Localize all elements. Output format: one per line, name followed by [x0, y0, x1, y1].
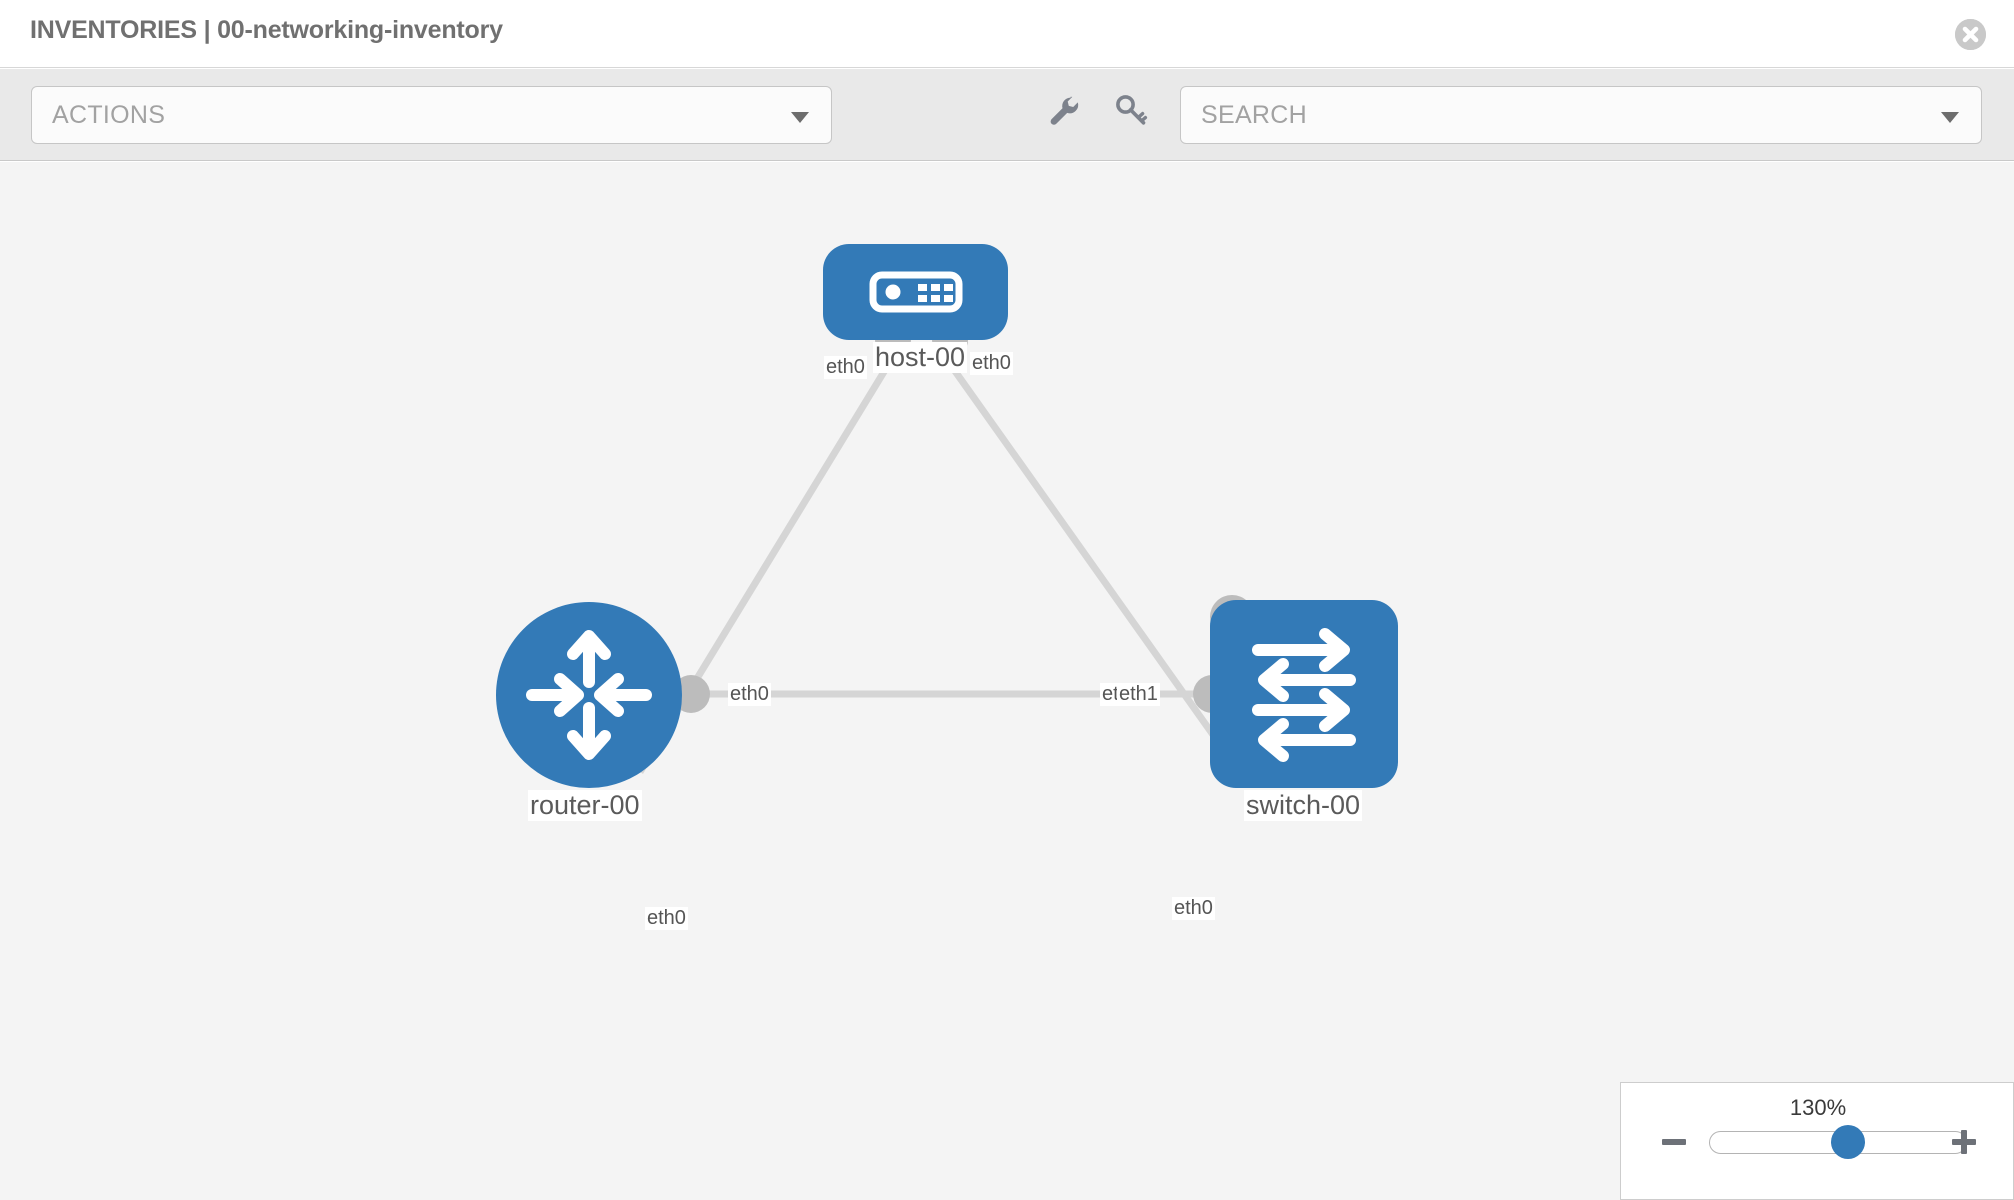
chevron-down-icon [791, 112, 809, 123]
topology-canvas[interactable]: host-00 eth0 eth0 [0, 162, 2014, 1200]
plus-icon[interactable] [1951, 1129, 1977, 1155]
node-host-00[interactable] [823, 244, 1008, 340]
server-icon [869, 271, 963, 313]
port-label-switch-left: eth1 [1117, 683, 1160, 706]
port-label-router-upper: eth0 [645, 907, 688, 930]
node-label-router-00: router-00 [528, 790, 642, 821]
actions-dropdown-label: ACTIONS [52, 101, 166, 129]
key-icon[interactable] [1114, 94, 1148, 128]
search-placeholder: SEARCH [1201, 101, 1307, 129]
zoom-control: 130% [1620, 1082, 2014, 1200]
switch-icon [1252, 628, 1356, 762]
search-chevron-down-icon[interactable] [1941, 112, 1959, 123]
node-label-switch-00: switch-00 [1244, 790, 1363, 821]
page-title: INVENTORIES | 00-networking-inventory [30, 16, 503, 44]
zoom-percent-label: 130% [1789, 1095, 1847, 1120]
router-icon [526, 630, 652, 760]
node-switch-00[interactable] [1210, 600, 1398, 788]
actions-dropdown[interactable]: ACTIONS [31, 86, 832, 144]
port-label-router-right: eth0 [728, 683, 771, 706]
page-header: INVENTORIES | 00-networking-inventory [0, 0, 2014, 68]
port-label-switch-upper: eth0 [1172, 897, 1215, 920]
port-label-host-right: eth0 [970, 352, 1013, 375]
edge-host-switch [942, 354, 1241, 773]
node-label-host-00: host-00 [873, 342, 968, 373]
zoom-slider-thumb[interactable] [1831, 1125, 1865, 1159]
wrench-icon[interactable] [1047, 94, 1081, 128]
toolbar: ACTIONS SEARCH [0, 69, 2014, 161]
node-router-00[interactable] [496, 602, 682, 788]
minus-icon[interactable] [1661, 1129, 1687, 1155]
close-icon[interactable] [1955, 19, 1986, 50]
search-input[interactable]: SEARCH [1180, 86, 1982, 144]
port-label-host-left: eth0 [824, 356, 867, 379]
